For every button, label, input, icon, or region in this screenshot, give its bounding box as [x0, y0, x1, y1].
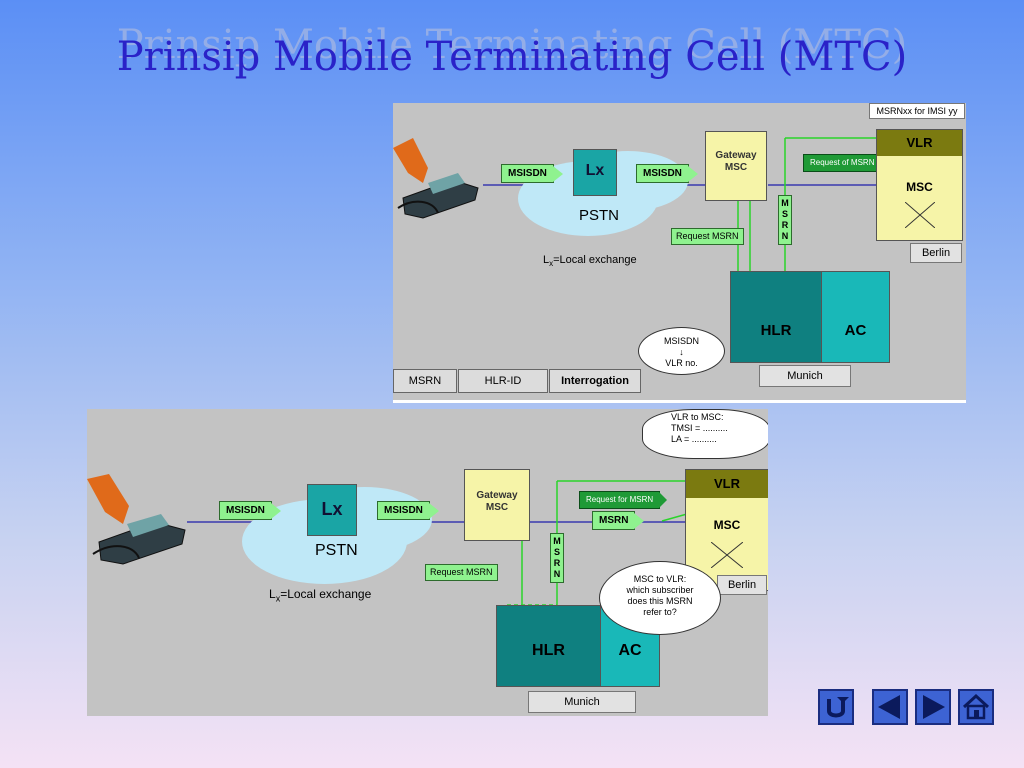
home-icon: [962, 693, 990, 720]
request-of-msrn-tag: Request of MSRN: [803, 154, 889, 172]
return-icon: [827, 697, 849, 718]
msisdn-vlr-bubble: MSISDN ↓ VLR no.: [638, 327, 725, 375]
msc-label: MSC: [906, 180, 933, 194]
hlr-box: HLR: [730, 271, 822, 363]
gateway-msc-box-2: Gateway MSC: [464, 469, 530, 541]
slide-title: Prinsip Mobile Terminating Cell (MTC) Pr…: [116, 22, 908, 80]
local-exchange-note: Lx=Local exchange: [543, 254, 637, 269]
right-triangle-icon: [923, 695, 945, 719]
munich-label: Munich: [759, 365, 851, 387]
request-msrn-tag: Request MSRN: [671, 228, 744, 245]
cross-symbol-icon: [905, 202, 935, 228]
lx-label: Lx: [585, 162, 605, 179]
hlr-label: HLR: [760, 322, 792, 339]
msisdn-tag-right-2: MSISDN: [377, 501, 439, 520]
pstn-label: PSTN: [579, 207, 620, 224]
request-for-msrn-tag: Request for MSRN: [579, 491, 668, 509]
pstn-label-2: PSTN: [315, 542, 358, 559]
munich-label-2: Munich: [528, 691, 636, 713]
ac-label: AC: [844, 322, 867, 339]
vlr-label: VLR: [877, 130, 962, 156]
msisdn-tag-right: MSISDN: [636, 164, 698, 183]
msrn-vertical-tag: M S R N: [778, 195, 792, 245]
tab-msrn[interactable]: MSRN: [393, 369, 457, 393]
tab-interrogation[interactable]: Interrogation: [549, 369, 641, 393]
tab-hlr-id[interactable]: HLR-ID: [458, 369, 548, 393]
berlin-label-2: Berlin: [717, 575, 767, 595]
vlr-to-msc-callout: VLR to MSC: TMSI = .......... LA = .....…: [642, 409, 768, 459]
msisdn-tag-left-2: MSISDN: [219, 501, 281, 520]
telephone-hand-icon-2: [87, 474, 186, 565]
berlin-label: Berlin: [910, 243, 962, 263]
cross-symbol-icon-2: [711, 542, 743, 568]
hlr-box-2: HLR: [496, 605, 601, 687]
gateway-msc-label-2: Gateway MSC: [476, 490, 518, 513]
left-triangle-icon: [878, 695, 900, 719]
lx-label-2: Lx: [321, 499, 343, 519]
msrn-tag: MSRN: [592, 511, 646, 530]
home-button[interactable]: [958, 689, 994, 725]
vlr-label-2: VLR: [686, 470, 768, 498]
vlr-msc-box-berlin: VLR MSC: [876, 129, 963, 241]
hlr-label-2: HLR: [532, 642, 565, 659]
msc-label-2: MSC: [713, 518, 741, 532]
gateway-msc-label: Gateway MSC: [715, 150, 757, 173]
telephone-hand-icon: [393, 138, 479, 219]
ac-box: AC: [821, 271, 890, 363]
diagram-panel-top: MSISDN MSISDN Lx PSTN Lx=Local exchange …: [393, 103, 966, 403]
msrn-vertical-tag-2: M S R N: [550, 533, 564, 583]
local-exchange-note-2: Lx=Local exchange: [269, 587, 372, 604]
ac-label-2: AC: [618, 642, 642, 659]
diagram-panel-bottom: MSISDN MSISDN Lx PSTN Lx=Local exchange …: [87, 409, 768, 716]
previous-button[interactable]: [872, 689, 908, 725]
gateway-msc-box: Gateway MSC: [705, 131, 767, 201]
local-exchange-cube: Lx: [573, 149, 617, 196]
next-button[interactable]: [915, 689, 951, 725]
msc-to-vlr-bubble: MSC to VLR: which subscriber does this M…: [599, 561, 721, 635]
request-msrn-tag-2: Request MSRN: [425, 564, 498, 581]
msrn-callout: MSRNxx for IMSI yy: [869, 103, 965, 119]
msisdn-tag-left: MSISDN: [501, 164, 563, 183]
local-exchange-cube-2: Lx: [307, 484, 357, 536]
return-button[interactable]: [818, 689, 854, 725]
